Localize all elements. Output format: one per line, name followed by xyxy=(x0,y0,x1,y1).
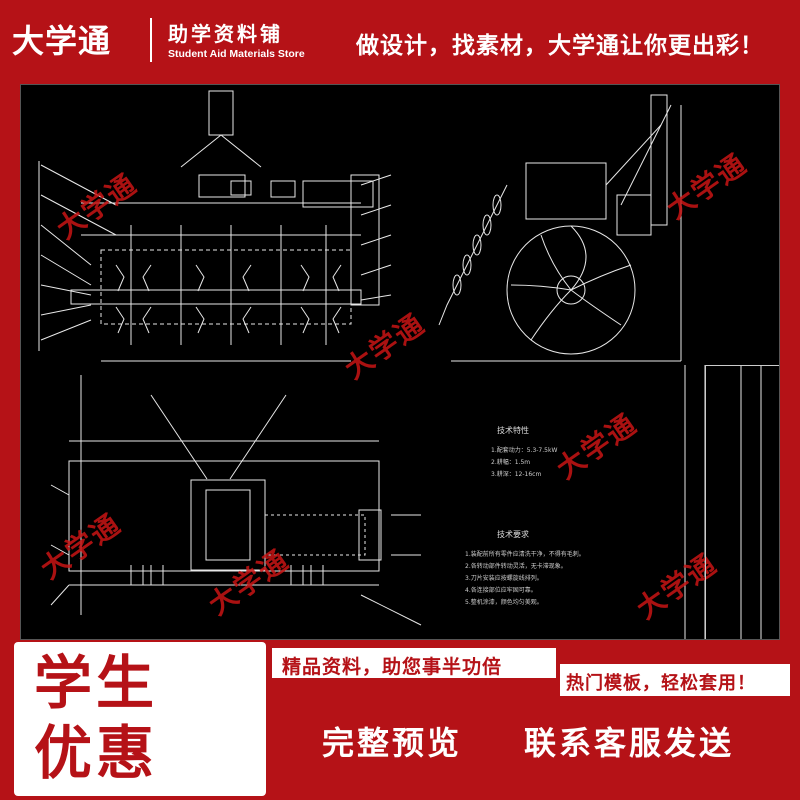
requirements-title: 技术要求 xyxy=(497,530,529,539)
promo-line-1: 学生 xyxy=(34,649,159,717)
front-view xyxy=(38,90,392,362)
full-preview-text: 完整预览 xyxy=(322,724,463,762)
requirement-line: 2.各转动部件转动灵活，无卡滞现象。 xyxy=(465,563,567,570)
store-name-en: Student Aid Materials Store xyxy=(168,48,305,60)
spec-title: 技术特性 xyxy=(497,426,529,435)
student-discount-box: 学生 优惠 xyxy=(14,642,266,796)
header-slogan: 做设计，找素材，大学通让你更出彩！ xyxy=(356,33,764,59)
template-tag: 热门模板，轻松套用！ xyxy=(560,664,790,696)
requirement-line: 3.刀片安装应按螺旋线排列。 xyxy=(465,575,543,582)
quality-tag-label: 精品资料，助您事半功倍 xyxy=(282,656,503,678)
quality-tag: 精品资料，助您事半功倍 xyxy=(272,648,556,678)
promo-line-2: 优惠 xyxy=(34,719,159,787)
parts-list-table xyxy=(705,365,779,639)
requirement-line: 5.整机涂漆，颜色均匀美观。 xyxy=(465,599,543,606)
brand-logo: 大学通 xyxy=(12,22,112,60)
store-name: 助学资料铺 xyxy=(168,22,283,46)
header-banner: 大学通 助学资料铺 Student Aid Materials Store 做设… xyxy=(0,0,800,80)
promo-banner: 学生 优惠 精品资料，助您事半功倍 热门模板，轻松套用！ 完整预览 联系客服发送 xyxy=(0,640,800,800)
spec-line: 2.耕幅：1.5m xyxy=(491,459,531,466)
contact-service-text: 联系客服发送 xyxy=(524,724,735,762)
spec-line: 3.耕深：12-16cm xyxy=(491,471,542,478)
header-divider xyxy=(150,18,152,62)
template-tag-label: 热门模板，轻松套用！ xyxy=(566,673,756,694)
cad-linework xyxy=(38,90,762,639)
requirement-line: 4.各连接部位应牢固可靠。 xyxy=(465,587,537,594)
top-view xyxy=(50,375,422,626)
side-view xyxy=(438,94,682,362)
spec-line: 1.配套动力：5.3-7.5kW xyxy=(491,447,558,454)
cad-drawing: 大学通 大学通 大学通 大学通 大学通 大学通 大学通 技术特性 1.配套动力：… xyxy=(20,84,780,640)
requirement-line: 1.装配前所有零件应清洗干净，不得有毛刺。 xyxy=(465,551,585,558)
